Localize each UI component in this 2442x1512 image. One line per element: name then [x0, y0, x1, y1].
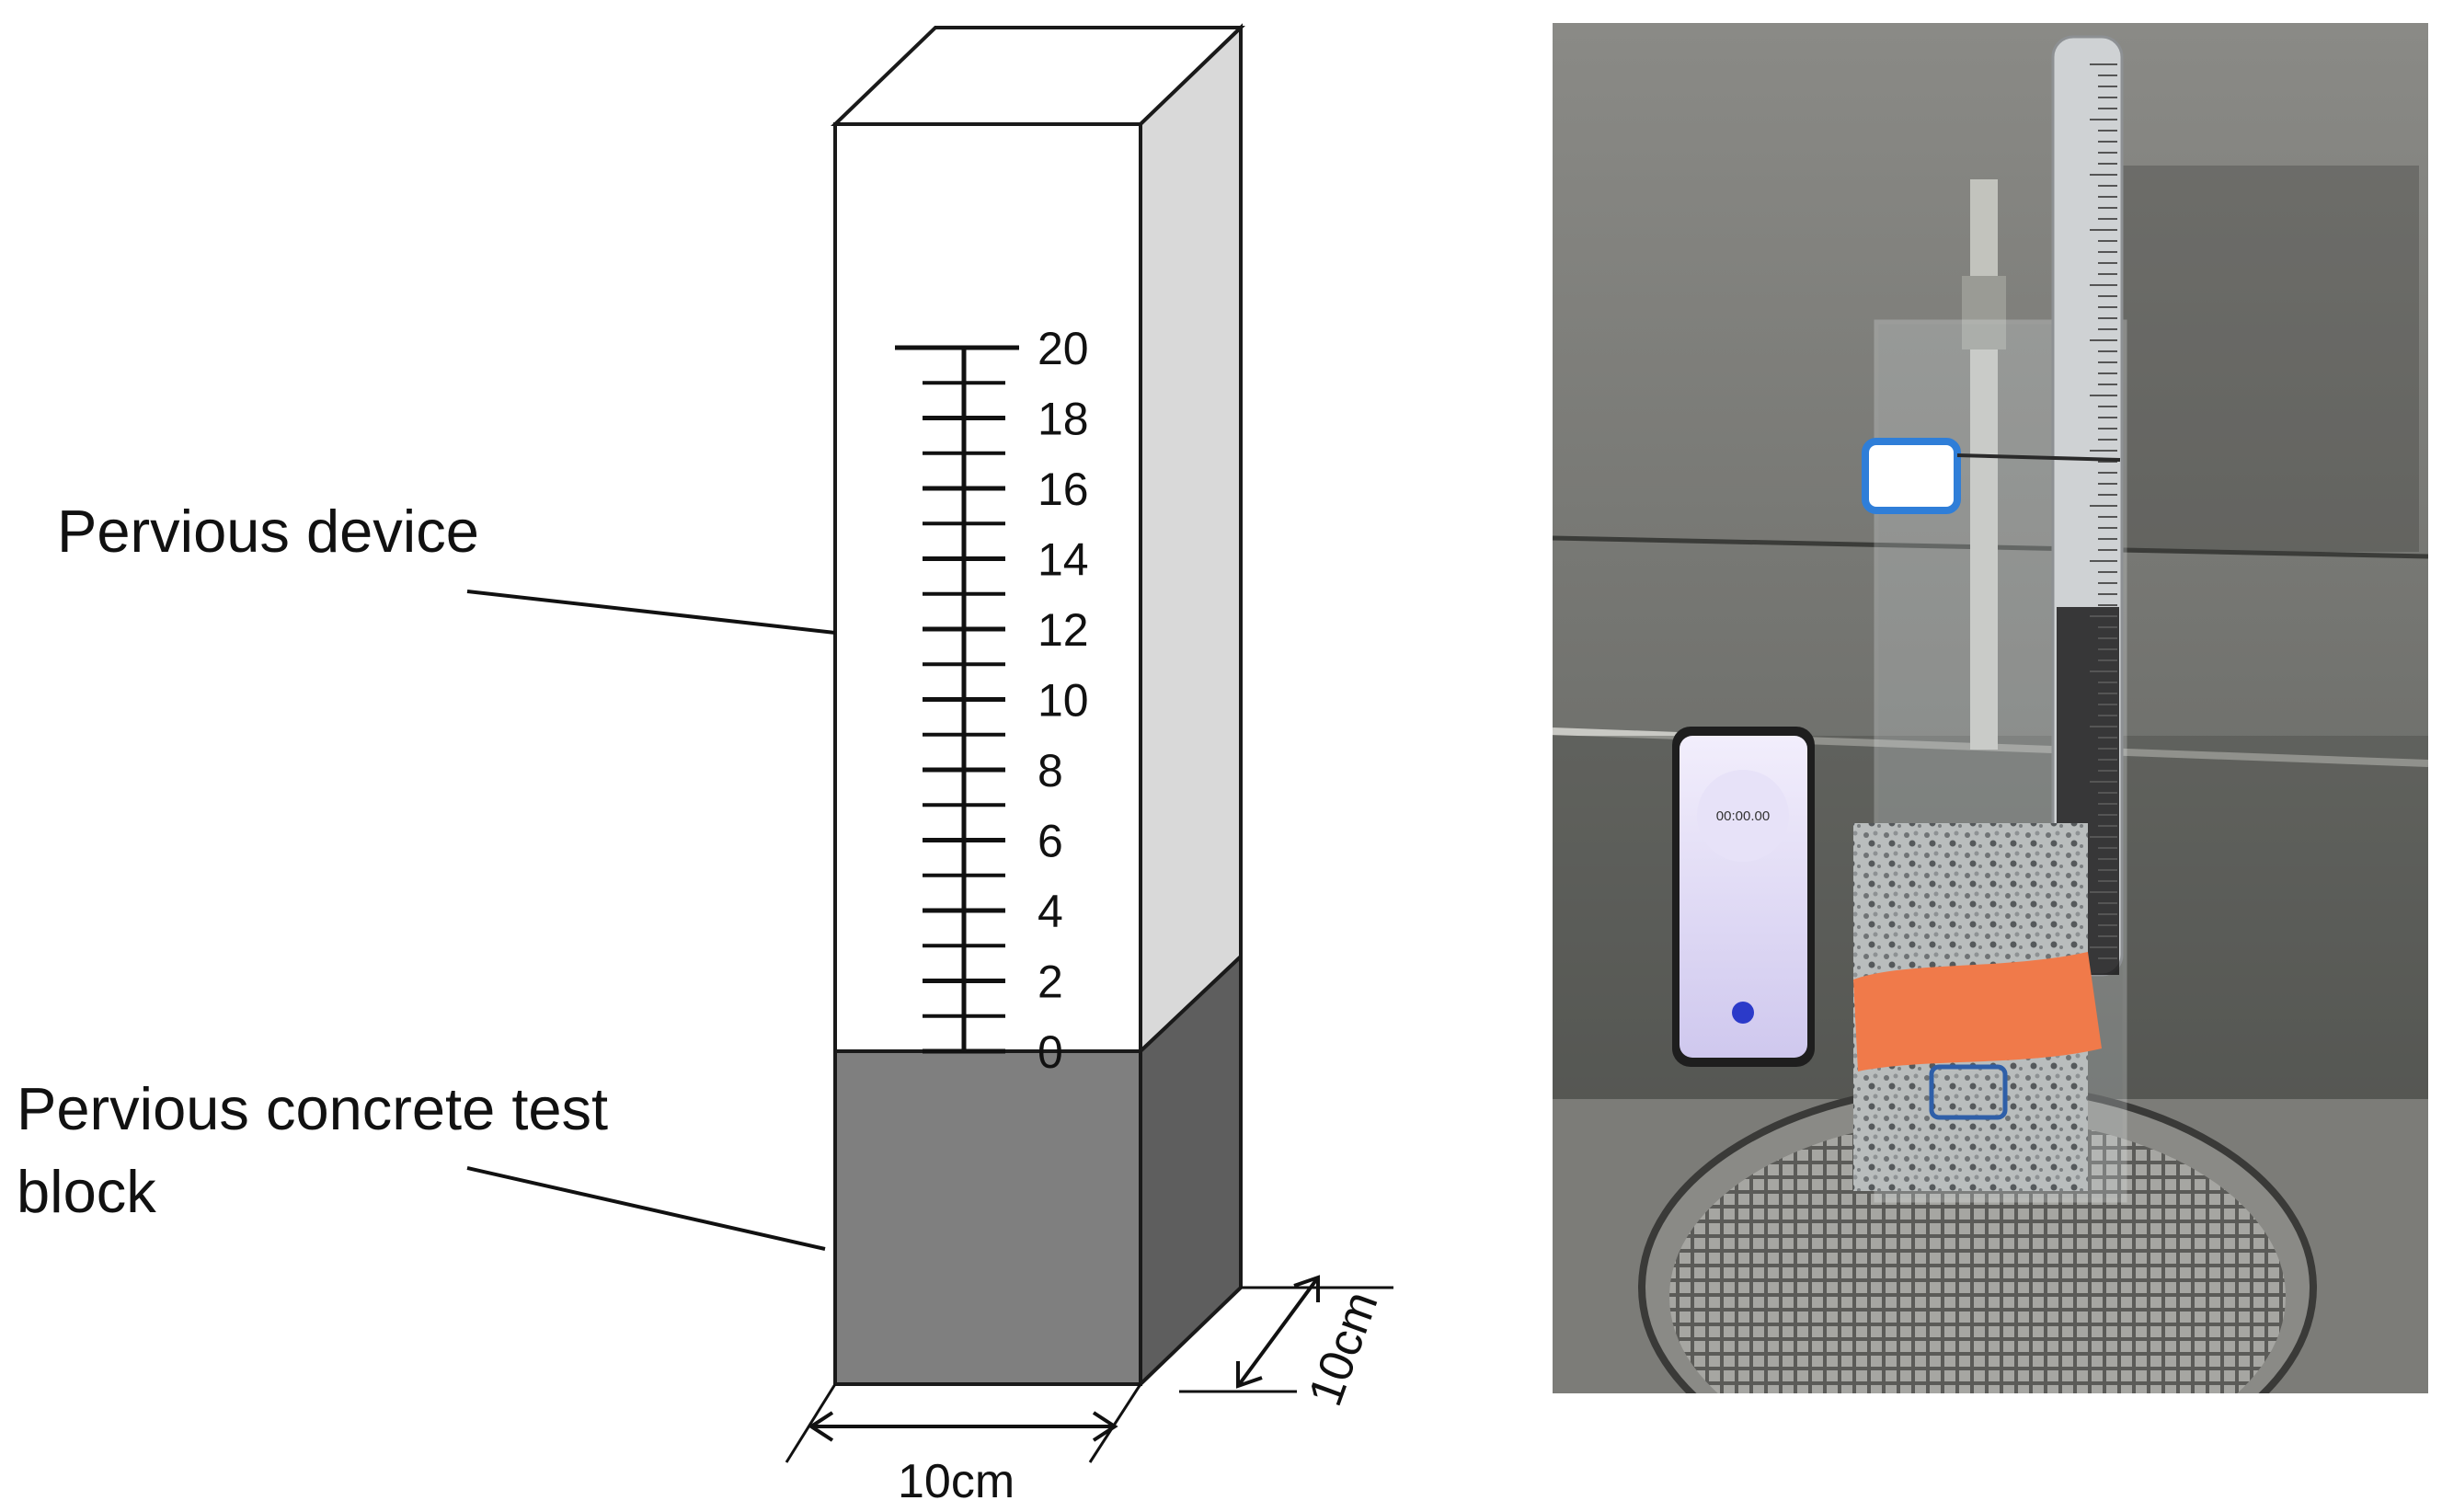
depth-dimension-label: 10cm — [1299, 1285, 1389, 1413]
scale-label: 4 — [1038, 886, 1063, 937]
concrete-block-front — [833, 1049, 1142, 1386]
scale-label: 12 — [1038, 604, 1089, 656]
device-side-face — [1139, 23, 1243, 1056]
wall-pipe — [1970, 179, 1998, 750]
scale-label: 6 — [1038, 816, 1063, 867]
block-label-line2: block — [17, 1158, 156, 1225]
scale-label: 2 — [1038, 956, 1063, 1008]
scale-label: 16 — [1038, 464, 1089, 515]
width-dimension-label: 10cm — [898, 1455, 1015, 1508]
scale-label: 8 — [1038, 745, 1063, 796]
device-label: Pervious device — [57, 498, 479, 565]
block-leader-line — [466, 1166, 826, 1251]
orange-sealing-tape — [1853, 952, 2102, 1071]
scale-label: 14 — [1038, 534, 1089, 586]
stopwatch-readout: 00:00.00 — [1716, 808, 1770, 824]
device-front-face — [833, 122, 1142, 1053]
scale-label: 0 — [1038, 1026, 1063, 1078]
block-label-line1: Pervious concrete test — [17, 1075, 608, 1142]
blue-clip — [1862, 438, 1961, 514]
scale-label: 18 — [1038, 394, 1089, 445]
test-setup-photo: 00:00.00 — [1553, 23, 2428, 1393]
ruler-ticks — [2090, 63, 2117, 959]
width-dimension: 10cm — [785, 1383, 1142, 1508]
stopwatch-start-button — [1732, 1002, 1754, 1024]
sieve-mesh — [1669, 1117, 2286, 1393]
scale-label: 20 — [1038, 323, 1089, 374]
scale-label: 10 — [1038, 675, 1089, 727]
device-leader-line — [466, 590, 836, 635]
